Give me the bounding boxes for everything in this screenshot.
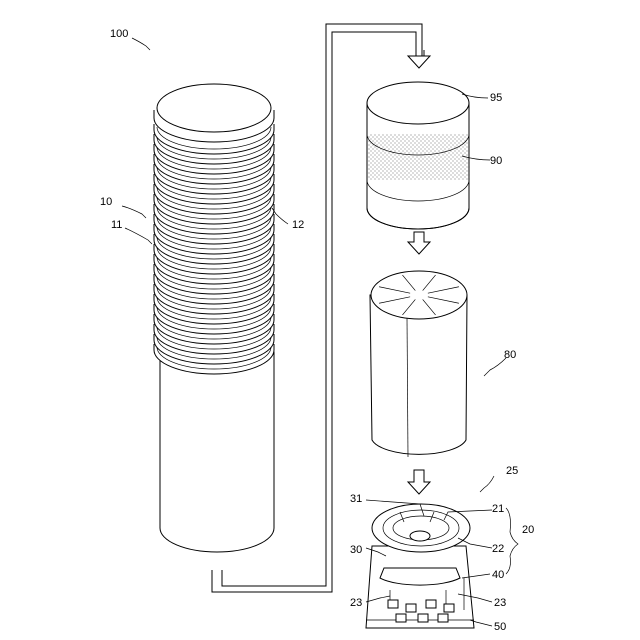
threaded-section xyxy=(154,124,274,374)
label-80: 80 xyxy=(504,349,516,361)
label-21: 21 xyxy=(492,503,504,515)
label-100: 100 xyxy=(110,28,128,40)
label-10: 10 xyxy=(100,196,112,208)
label-95: 95 xyxy=(490,92,502,104)
label-90: 90 xyxy=(490,155,502,167)
arrow-down-icon xyxy=(408,470,430,494)
assembled-product xyxy=(154,84,274,552)
porous-band xyxy=(367,134,469,180)
label-23-left: 23 xyxy=(350,597,362,609)
arrow-down-icon xyxy=(408,232,430,254)
label-25: 25 xyxy=(506,465,518,477)
label-40: 40 xyxy=(492,569,504,581)
arrow-down-icon xyxy=(408,50,430,68)
label-50: 50 xyxy=(494,621,506,633)
label-12: 12 xyxy=(292,219,304,231)
label-22: 22 xyxy=(492,543,504,555)
base-unit xyxy=(366,504,474,628)
core-cylinder xyxy=(370,271,467,457)
label-20: 20 xyxy=(522,524,534,536)
cap-assembly xyxy=(367,82,469,229)
label-23-right: 23 xyxy=(494,597,506,609)
label-11: 11 xyxy=(111,219,122,231)
plain-lower-body xyxy=(160,352,274,552)
top-cap xyxy=(154,84,274,142)
label-30: 30 xyxy=(350,544,362,556)
label-31: 31 xyxy=(350,493,362,505)
